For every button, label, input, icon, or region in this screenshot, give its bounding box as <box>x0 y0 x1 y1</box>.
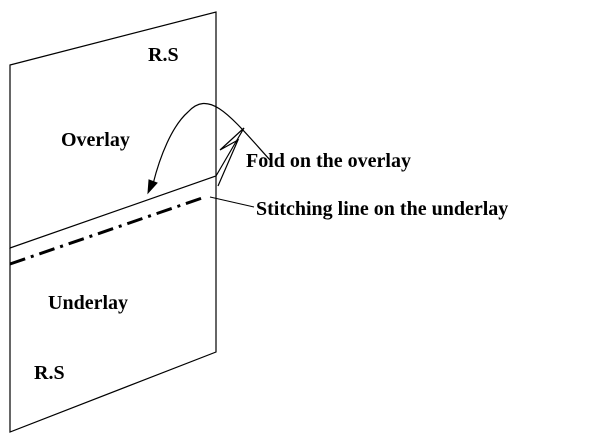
stitching-line <box>9 195 206 266</box>
fold-edge <box>215 127 245 187</box>
underlay-panel <box>9 176 217 433</box>
stitching-line-label: Stitching line on the underlay <box>256 198 508 220</box>
overlay-label: Overlay <box>61 129 130 151</box>
stitching-leader-line <box>209 196 255 208</box>
underlay-label: Underlay <box>48 292 128 314</box>
rs-top-label: R.S <box>148 44 179 66</box>
fold-curved-arrow <box>152 102 271 185</box>
fold-label: Fold on the overlay <box>246 150 411 172</box>
rs-bottom-label: R.S <box>34 362 65 384</box>
fold-arrowhead <box>147 179 158 195</box>
